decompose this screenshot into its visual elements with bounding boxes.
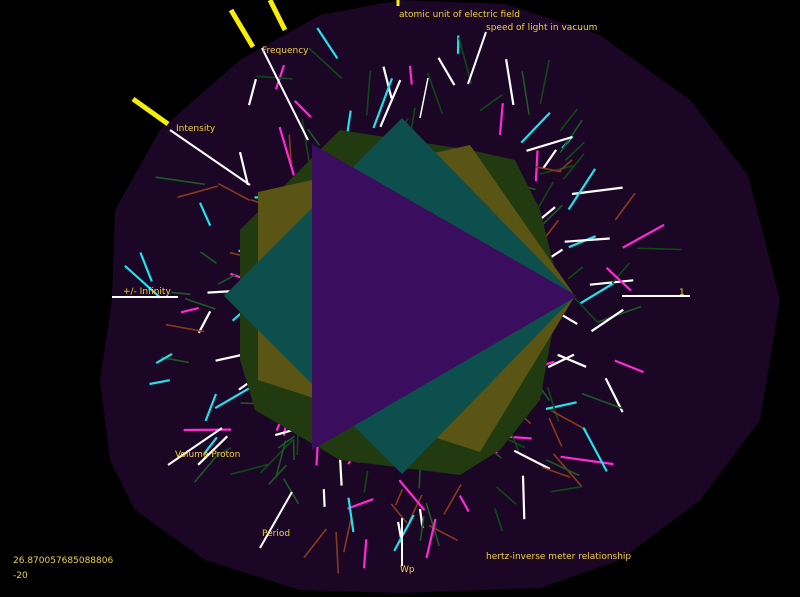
label-intensity: Intensity (176, 124, 216, 134)
label-one: 1 (679, 288, 685, 298)
label-infinity: +/- Infinity (123, 287, 171, 297)
tick-mark (523, 476, 524, 520)
label-speed-of-light: speed of light in vacuum (486, 23, 597, 33)
label-period: Period (262, 529, 290, 539)
label-hertz: hertz-inverse meter relationship (486, 552, 631, 562)
label-frequency: Frequency (262, 46, 309, 56)
readout-exponent: -20 (13, 571, 28, 581)
tick-mark (324, 489, 325, 507)
tick-mark (294, 439, 295, 460)
label-volume-proton: Volume Proton (175, 450, 240, 460)
readout-value: 26.870057685088806 (13, 556, 113, 566)
label-wp: Wp (400, 565, 415, 575)
label-electric-field: atomic unit of electric field (399, 10, 520, 20)
